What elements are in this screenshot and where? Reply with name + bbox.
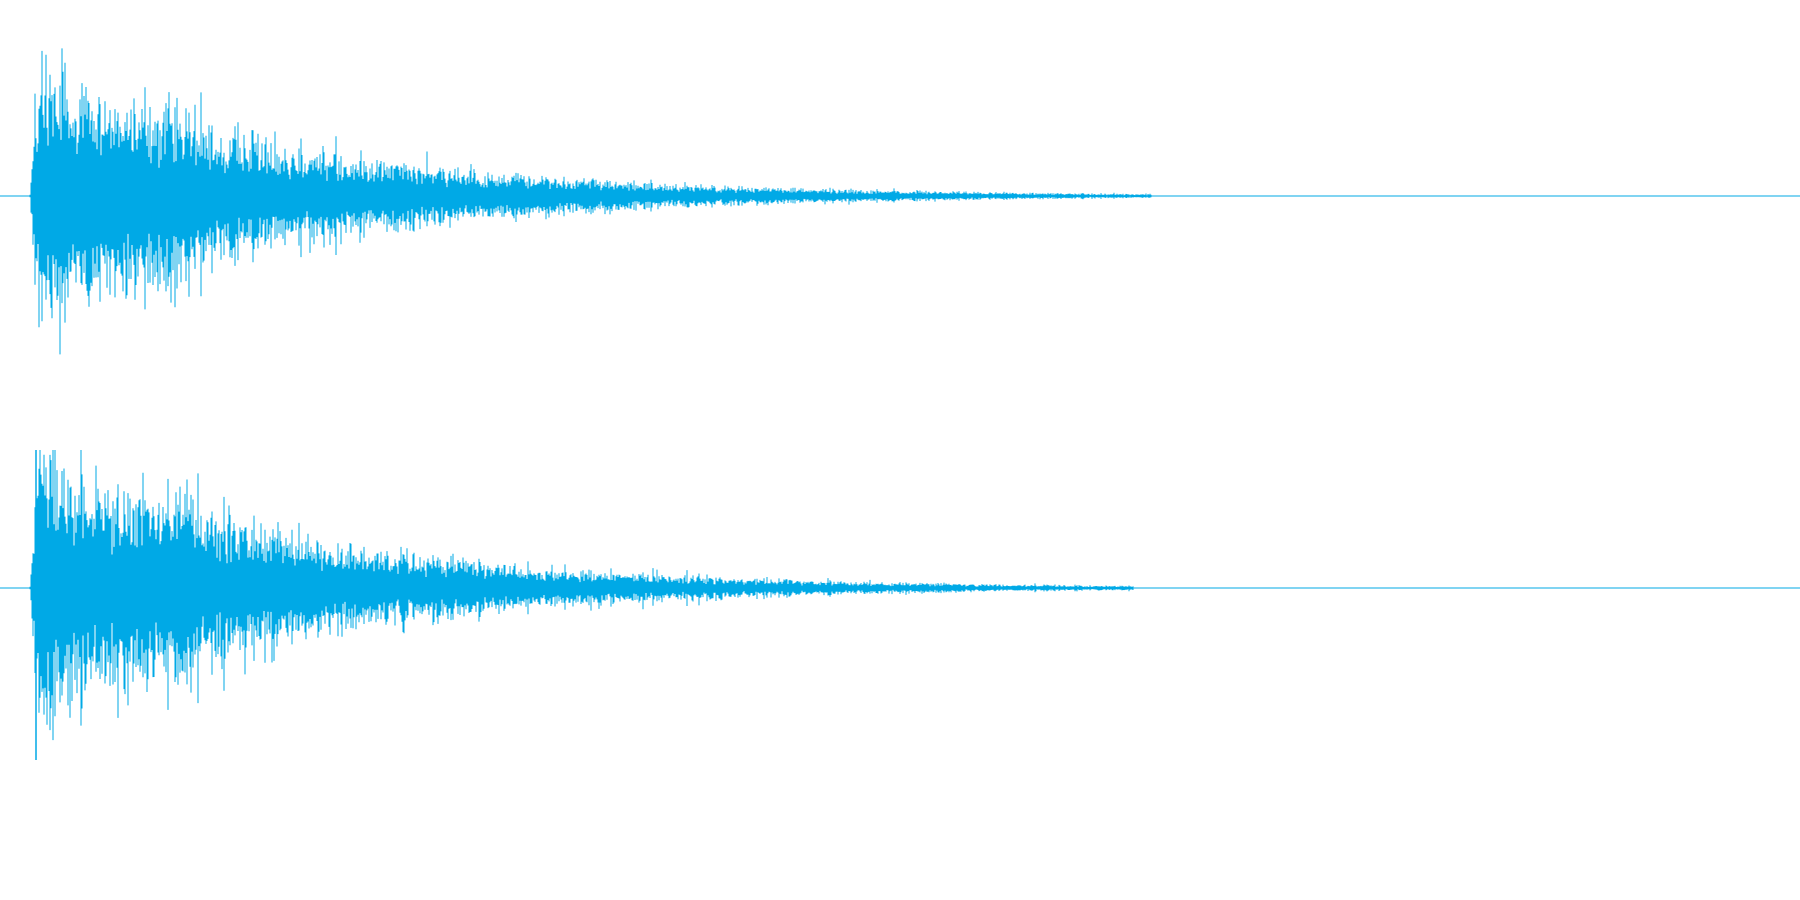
waveform-channel-1[interactable] — [0, 0, 1800, 450]
waveform-samples — [29, 48, 1152, 355]
waveform-channel-2[interactable] — [0, 450, 1800, 900]
waveform-channel-1-svg — [0, 48, 1800, 355]
waveform-channel-2-svg — [0, 450, 1800, 760]
waveform-samples — [29, 450, 1134, 741]
